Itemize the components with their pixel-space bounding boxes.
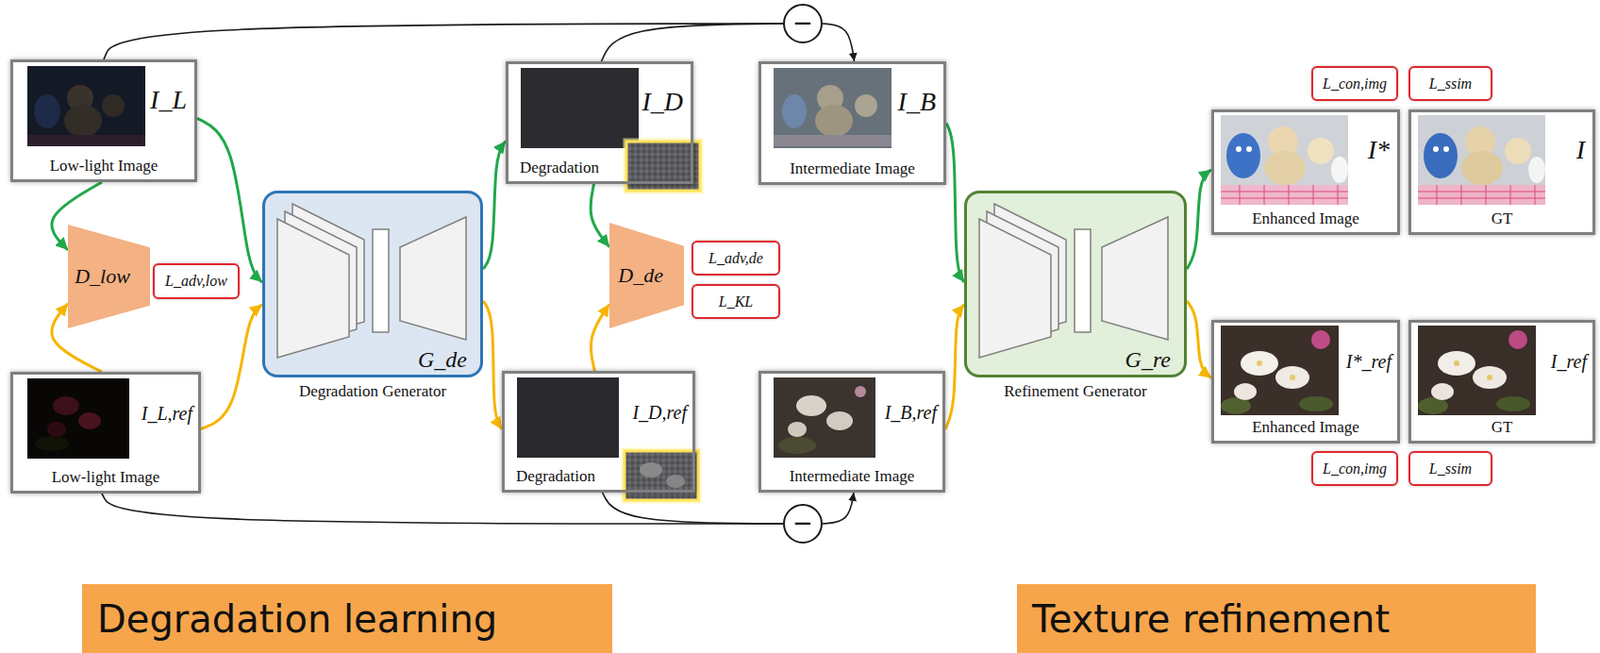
image-symbol: I*_ref xyxy=(1346,350,1392,373)
loss-box: L_ssim xyxy=(1408,66,1493,101)
image-box: I_B Intermediate Image xyxy=(758,61,947,185)
image-box: I*_refEnhanced Image xyxy=(1211,319,1400,444)
image-caption: Low-light Image xyxy=(50,156,159,176)
image-box: I_L,refLow-light Image xyxy=(10,371,201,494)
connector-arrow xyxy=(590,183,610,248)
image-box: I GT xyxy=(1408,109,1596,235)
discriminator: D_de xyxy=(609,222,684,329)
connector-arrow xyxy=(946,123,965,284)
image-caption: Low-light Image xyxy=(51,467,161,487)
loss-label: L_KL xyxy=(718,293,753,311)
image-caption: Enhanced Image xyxy=(1251,209,1360,229)
image-caption: Intermediate Image xyxy=(789,159,916,179)
generator-caption: Degradation Generator xyxy=(299,382,447,401)
photo-thumbnail xyxy=(27,378,130,459)
minus-symbol: − xyxy=(792,508,814,537)
stage-banner: Degradation learning xyxy=(82,583,613,653)
image-symbol: I_L,ref xyxy=(141,402,193,425)
connector-arrow xyxy=(483,300,502,430)
stage-label: Texture refinement xyxy=(1032,597,1390,641)
connector-arrow xyxy=(602,492,784,524)
image-caption: Enhanced Image xyxy=(1251,417,1360,437)
connector-arrow xyxy=(1186,169,1212,269)
image-box: I_D,refDegradation xyxy=(501,370,696,493)
loss-label: L_adv,low xyxy=(165,272,228,290)
loss-box: L_adv,low xyxy=(152,263,240,300)
image-box: I_B,refIntermediate Image xyxy=(758,370,946,493)
image-caption: Degradation xyxy=(516,466,596,486)
connector-arrow xyxy=(1186,300,1212,379)
stage-label: Degradation learning xyxy=(97,597,498,641)
connector-arrow xyxy=(822,23,854,62)
discriminator-shape xyxy=(67,224,150,329)
loss-box: L_KL xyxy=(691,283,781,319)
degradation-inset xyxy=(624,450,699,500)
subtract-circle: − xyxy=(783,3,823,44)
loss-label: L_ssim xyxy=(1429,75,1472,93)
discriminator-shape xyxy=(609,222,684,329)
photo-thumbnail xyxy=(1220,325,1339,416)
loss-box: L_con,img xyxy=(1311,450,1399,486)
image-box: I_refGT xyxy=(1408,319,1596,444)
image-caption: GT xyxy=(1491,417,1514,437)
generator-symbol: G_re xyxy=(1125,347,1171,373)
generator-caption: Refinement Generator xyxy=(1003,382,1148,401)
photo-thumbnail xyxy=(1417,325,1536,416)
generator-symbol: G_de xyxy=(417,347,467,373)
photo-thumbnail xyxy=(1220,115,1349,205)
stage-banner: Texture refinement xyxy=(1016,583,1536,653)
image-caption: Degradation xyxy=(519,158,600,178)
minus-symbol: − xyxy=(792,8,814,37)
loss-label: L_adv,de xyxy=(708,250,764,267)
connector-arrow xyxy=(822,492,854,524)
loss-label: L_con,img xyxy=(1322,75,1387,93)
generator-fill xyxy=(262,190,484,378)
loss-label: L_ssim xyxy=(1429,460,1472,478)
generator-box: G_deDegradation Generator xyxy=(262,190,484,378)
generator-fill xyxy=(964,190,1187,378)
image-caption: Intermediate Image xyxy=(789,466,916,486)
image-symbol: I_D,ref xyxy=(632,401,687,424)
subtract-circle: − xyxy=(783,503,823,544)
connector-arrow xyxy=(197,117,263,283)
image-box: I_D Degradation xyxy=(505,61,694,184)
photo-thumbnail xyxy=(1417,115,1546,205)
connector-arrow xyxy=(101,493,784,524)
photo-thumbnail xyxy=(773,67,892,149)
image-symbol: I_B,ref xyxy=(884,401,937,424)
image-symbol: I xyxy=(1576,134,1585,166)
image-box: I* Enhanced Image xyxy=(1211,109,1400,235)
photo-thumbnail xyxy=(516,377,619,458)
connector-arrow xyxy=(103,23,784,60)
photo-thumbnail xyxy=(27,66,146,147)
photo-thumbnail xyxy=(773,377,876,458)
loss-box: L_con,img xyxy=(1311,66,1399,101)
connector-arrow xyxy=(200,304,263,430)
encoder-decoder xyxy=(979,203,1168,358)
encoder-decoder xyxy=(277,203,467,358)
discriminator: D_low xyxy=(67,224,150,329)
loss-label: L_con,img xyxy=(1322,460,1387,478)
image-caption: GT xyxy=(1491,209,1514,229)
image-symbol: I* xyxy=(1367,134,1390,166)
image-symbol: I_L xyxy=(150,84,187,116)
loss-box: L_ssim xyxy=(1408,450,1493,486)
image-symbol: I_D xyxy=(641,86,684,117)
connector-arrow xyxy=(600,23,784,62)
image-symbol: I_ref xyxy=(1550,350,1587,373)
image-box: I_L Low-light Image xyxy=(10,59,198,183)
discriminator-label: D_de xyxy=(617,263,664,288)
generator-box: G_reRefinement Generator xyxy=(964,190,1187,378)
photo-thumbnail xyxy=(520,67,639,149)
connector-arrow xyxy=(483,141,506,270)
image-symbol: I_B xyxy=(898,86,936,117)
discriminator-label: D_low xyxy=(74,264,131,289)
connector-arrow xyxy=(945,304,965,430)
connector-arrow xyxy=(590,303,610,371)
loss-box: L_adv,de xyxy=(691,240,781,276)
